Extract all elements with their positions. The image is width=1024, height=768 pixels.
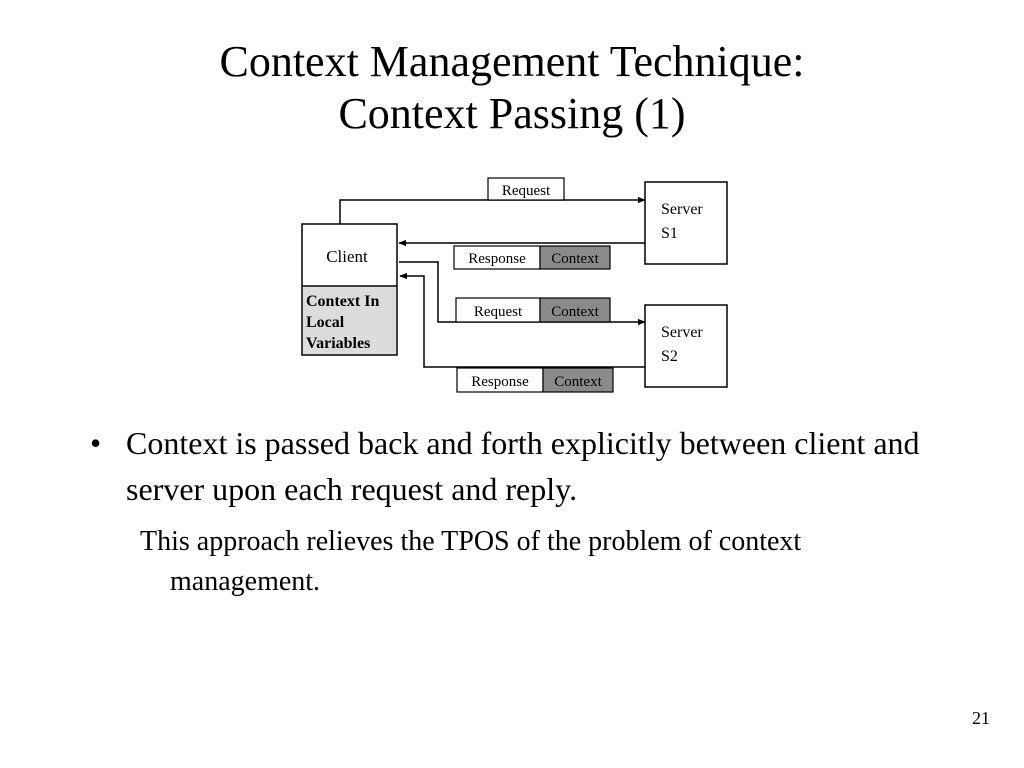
response-s2-context-label: Context: [554, 374, 602, 390]
server-s2-node: Server S2: [644, 304, 728, 388]
client-node: Client Context In Local Variables: [301, 223, 398, 356]
response-s2-context-box: [542, 367, 614, 393]
request-s2-label: Request: [474, 304, 523, 320]
page-number: 21: [972, 708, 990, 728]
server-s1-node: Server S1: [644, 181, 728, 265]
response-s2-arrow: [399, 272, 645, 368]
bullet-list: • Context is passed back and forth expli…: [90, 420, 920, 602]
request-s2-context-label: Context: [551, 304, 599, 320]
message-request-to-s1: Request: [339, 177, 646, 224]
title-line-1: Context Management Technique:: [219, 37, 805, 86]
server-s2-line-2: S2: [661, 348, 678, 365]
bullet-main-text: Context is passed back and forth explici…: [126, 425, 920, 507]
client-local-line-3: Variables: [306, 335, 370, 352]
message-request-to-s2: Request Context: [399, 261, 646, 326]
client-label: Client: [326, 247, 368, 266]
client-local-line-1: Context In: [306, 293, 379, 310]
request-s1-label: Request: [502, 183, 551, 199]
client-local-line-2: Local: [306, 314, 345, 331]
response-s1-context-box: [539, 245, 611, 270]
server-s2-line-1: Server: [661, 324, 703, 341]
title-line-2: Context Passing (1): [338, 89, 686, 138]
response-s1-context-label: Context: [551, 251, 599, 267]
response-s2-box: [456, 367, 544, 393]
request-s1-arrow: [339, 196, 646, 224]
message-response-from-s1: Response Context: [398, 239, 645, 270]
request-s2-context-box: [539, 297, 611, 323]
response-s1-label: Response: [468, 251, 526, 267]
response-s2-label: Response: [471, 374, 529, 390]
server-s1-line-1: Server: [661, 201, 703, 218]
context-passing-diagram: Client Context In Local Variables Server…: [301, 177, 728, 393]
slide-title: Context Management Technique: Context Pa…: [0, 36, 1024, 140]
bullet-sub: This approach relieves the TPOS of the p…: [140, 526, 802, 597]
server-s1-box: [644, 181, 728, 265]
bullet-main: • Context is passed back and forth expli…: [90, 420, 920, 512]
bullet-marker: •: [90, 425, 102, 461]
request-s1-box: [487, 177, 565, 201]
server-s1-line-2: S1: [661, 225, 678, 242]
server-s2-box: [644, 304, 728, 388]
client-local-fill: [303, 287, 396, 354]
message-response-from-s2: Response Context: [399, 272, 645, 393]
